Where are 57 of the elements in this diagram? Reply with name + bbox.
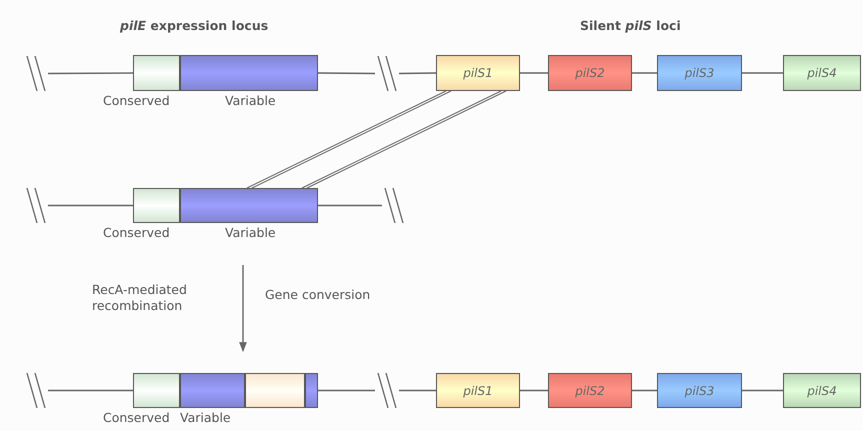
- dna-line: [318, 204, 382, 206]
- break-mark: [24, 188, 48, 223]
- dna-line: [48, 72, 133, 74]
- gene-segment: [133, 55, 180, 91]
- break-mark: [24, 56, 48, 91]
- gene-box: [436, 55, 520, 91]
- gene-name: pilS3: [684, 384, 714, 398]
- dna-line: [48, 390, 133, 392]
- region-label: Conserved: [103, 410, 170, 425]
- break-mark: [375, 373, 399, 408]
- dna-line: [742, 72, 783, 74]
- region-label: Variable: [180, 410, 231, 425]
- region-label: Variable: [225, 93, 276, 108]
- region-label: Conserved: [103, 93, 170, 108]
- dna-line: [399, 72, 436, 74]
- break-mark: [24, 373, 48, 408]
- dna-line: [318, 390, 375, 392]
- dna-line: [632, 390, 657, 392]
- dna-line: [318, 72, 375, 74]
- gene-box: [436, 373, 520, 408]
- dna-line: [520, 390, 548, 392]
- gene-name: pilS3: [684, 66, 714, 80]
- locus-heading: Silent pilS loci: [580, 18, 681, 34]
- arrow: [239, 265, 247, 352]
- gene-name: pilS4: [807, 66, 837, 80]
- dna-line: [399, 390, 436, 392]
- crossover-line: [246, 90, 452, 188]
- gene-name: pilS4: [807, 384, 837, 398]
- gene-name: pilS2: [575, 66, 605, 80]
- gene-segment: [305, 373, 318, 408]
- gene-name: pilS1: [463, 66, 493, 80]
- dna-line: [632, 72, 657, 74]
- region-label: Conserved: [103, 225, 170, 240]
- process-label: RecA-mediated recombination: [92, 282, 188, 314]
- gene-box: [548, 373, 632, 408]
- gene-segment: [180, 188, 318, 223]
- process-label: Gene conversion: [265, 287, 370, 303]
- break-mark: [375, 56, 399, 91]
- gene-box: [548, 55, 632, 91]
- gene-box: [783, 55, 861, 91]
- gene-box: [657, 373, 742, 408]
- crossover-line: [302, 90, 506, 188]
- locus-heading: pilE expression locus: [120, 18, 268, 34]
- dna-line: [520, 72, 548, 74]
- dna-line: [742, 390, 783, 392]
- gene-segment: [180, 373, 245, 408]
- gene-name: pilS1: [463, 384, 493, 398]
- gene-name: pilS2: [575, 384, 605, 398]
- gene-segment: [245, 373, 305, 408]
- gene-segment: [180, 55, 318, 91]
- gene-segment: [133, 373, 180, 408]
- gene-box: [657, 55, 742, 91]
- break-mark: [382, 188, 406, 223]
- dna-line: [48, 204, 133, 206]
- region-label: Variable: [225, 225, 276, 240]
- gene-box: [783, 373, 861, 408]
- gene-segment: [133, 188, 180, 223]
